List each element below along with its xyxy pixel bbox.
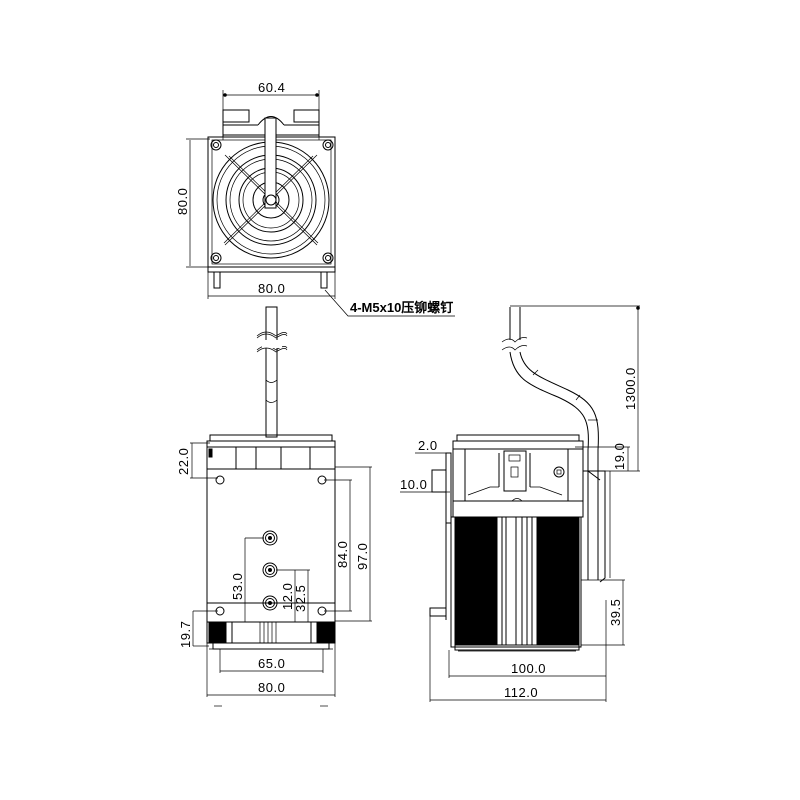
front-view: 22.0 84.0 97.0 53.0 12.0 32.5 19.7 65.0: [176, 306, 372, 707]
dim-80-0-horizontal: 80.0: [258, 281, 285, 296]
dim-80-0-front: 80.0: [258, 680, 285, 695]
terminal-icon: [262, 530, 278, 611]
dim-97-0: 97.0: [355, 543, 370, 570]
dim-112-0: 112.0: [504, 685, 538, 700]
dim-100-0: 100.0: [511, 661, 546, 676]
dim-65-0: 65.0: [258, 656, 285, 671]
dim-60-4: 60.4: [258, 80, 285, 95]
dim-2-0: 2.0: [418, 438, 438, 453]
screw-icon: [210, 139, 334, 264]
side-view: 1300.0 19.0 2.0 10.0: [400, 305, 640, 702]
screw-note: 4-M5x10压铆螺钉: [350, 300, 453, 315]
top-view: 60.4: [175, 80, 455, 317]
dim-53-0: 53.0: [230, 573, 245, 600]
dim-19-0: 19.0: [612, 443, 627, 470]
dim-84-0: 84.0: [335, 541, 350, 568]
dim-12-0: 12.0: [280, 583, 295, 610]
dim-22-0: 22.0: [176, 448, 191, 475]
dim-1300-0: 1300.0: [623, 367, 638, 410]
dim-32-5: 32.5: [293, 585, 308, 612]
dim-39-5: 39.5: [608, 599, 623, 626]
dim-10-0: 10.0: [400, 477, 427, 492]
dim-19-7: 19.7: [178, 621, 193, 648]
dim-80-0-vertical: 80.0: [175, 188, 190, 215]
